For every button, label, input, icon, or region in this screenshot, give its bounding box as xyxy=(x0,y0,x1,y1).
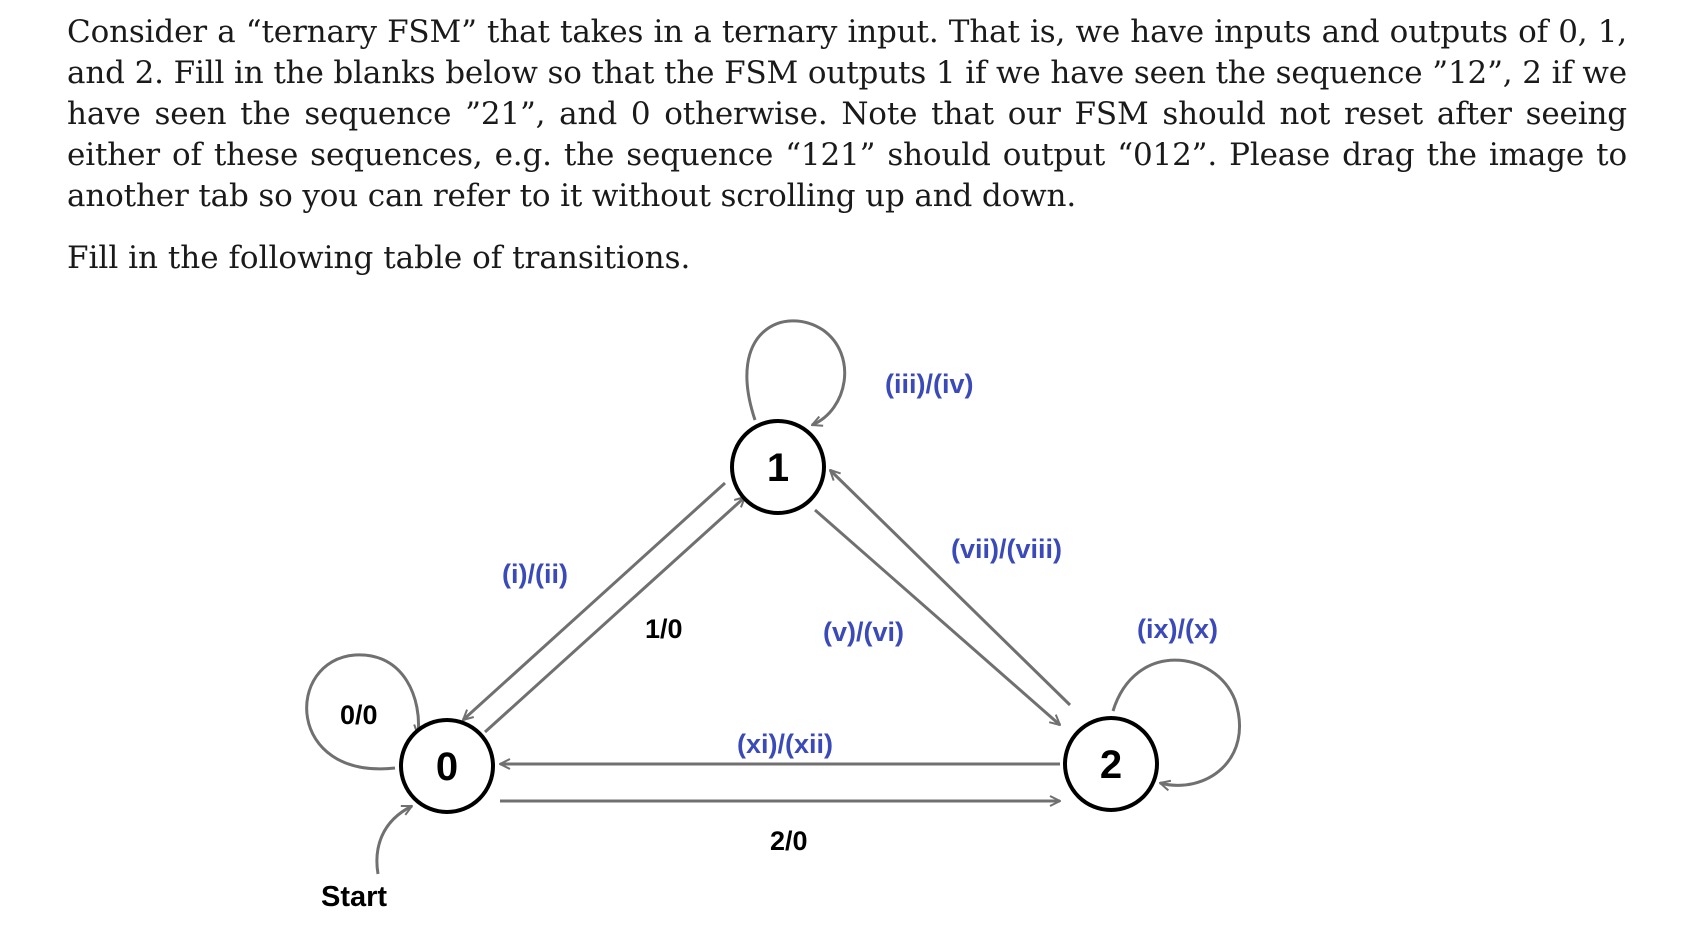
instruction-text: Fill in the following table of transitio… xyxy=(67,240,691,276)
state-0-circle xyxy=(399,718,495,814)
problem-statement: Consider a “ternary FSM” that takes in a… xyxy=(67,14,1627,214)
label-0-to-1: 1/0 xyxy=(645,614,683,644)
edge-2-to-1 xyxy=(830,470,1072,707)
state-2-label: 2 xyxy=(1100,743,1122,787)
state-0-label: 0 xyxy=(436,745,458,789)
self-loop-state-1 xyxy=(745,319,847,425)
edge-0-to-1 xyxy=(483,497,745,734)
label-2-to-0: (xi)/(xii) xyxy=(737,729,833,759)
label-1-to-0: (i)/(ii) xyxy=(502,559,568,589)
state-0: 0 xyxy=(399,718,495,814)
label-0-to-2: 2/0 xyxy=(770,826,808,856)
self-loop-state-2 xyxy=(1111,658,1242,785)
edge-1-to-0 xyxy=(463,481,727,720)
label-self-1: (iii)/(iv) xyxy=(885,369,974,399)
state-1: 1 xyxy=(730,419,826,515)
edge-1-to-2 xyxy=(814,508,1060,725)
label-self-0: 0/0 xyxy=(340,700,378,730)
state-1-circle xyxy=(730,419,826,515)
start-label: Start xyxy=(321,881,387,913)
state-2: 2 xyxy=(1063,716,1159,812)
label-2-to-1: (vii)/(viii) xyxy=(951,534,1062,564)
self-loop-state-0 xyxy=(305,653,419,771)
state-2-circle xyxy=(1063,716,1159,812)
state-1-label: 1 xyxy=(767,446,789,490)
label-1-to-2: (v)/(vi) xyxy=(823,617,904,647)
start-arrow xyxy=(375,804,412,875)
label-self-2: (ix)/(x) xyxy=(1137,614,1218,644)
